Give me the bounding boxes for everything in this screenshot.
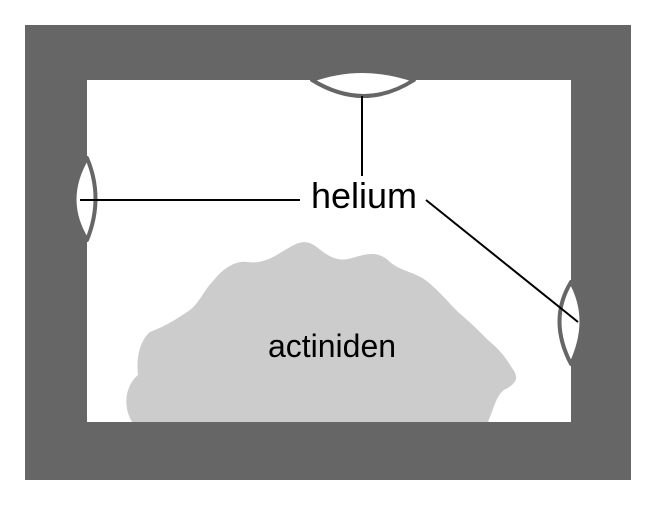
actinide-deposit — [126, 242, 517, 422]
helium-bubble-top — [310, 69, 416, 98]
helium-bubble-right — [557, 280, 584, 366]
helium-label: helium — [311, 175, 417, 216]
leader-line-right — [425, 199, 579, 323]
actiniden-label: actiniden — [268, 328, 396, 364]
